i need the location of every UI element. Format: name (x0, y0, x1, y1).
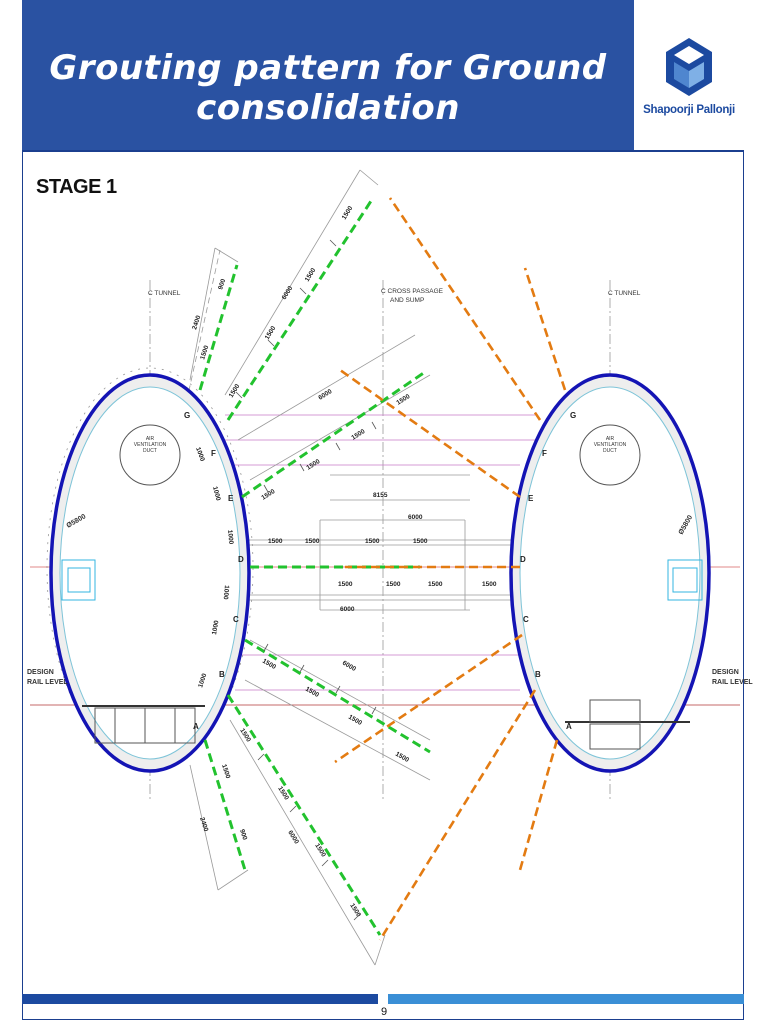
left-point-e: E (228, 494, 234, 503)
dim-6000-upper: 6000 (281, 285, 295, 301)
logo-text: Shapoorji Pallonji (643, 104, 735, 116)
dim-1000-arc-d: 1000 (222, 585, 230, 600)
right-point-c: C (523, 615, 529, 624)
sump-label: AND SUMP (390, 297, 424, 304)
orange-grout-holes (334, 197, 567, 941)
left-point-g: G (184, 411, 190, 420)
dim-row-top-4: 1500 (413, 538, 428, 545)
left-tunnel (46, 367, 254, 773)
header-divider (22, 150, 744, 152)
right-duct-label-1: AIR (606, 436, 615, 442)
left-duct-label-3: DUCT (143, 448, 157, 454)
left-point-b: B (219, 670, 225, 679)
left-duct-label-2: VENTILATION (134, 442, 167, 448)
dim-1500-bottom-b: 1500 (276, 785, 290, 801)
dim-2400-upper: 2400 (191, 314, 202, 330)
company-logo: Shapoorji Pallonji (634, 0, 744, 150)
dim-row-bottom-4: 1500 (482, 581, 497, 588)
page-number: 9 (380, 1006, 388, 1018)
slide-title: Grouting pattern for Ground consolidatio… (49, 48, 607, 128)
dim-900-bottom: 900 (238, 828, 248, 841)
point-letters: G F E D C B A G F E D C B A (184, 411, 576, 731)
dim-1500-bottom-a: 1500 (238, 727, 252, 743)
dim-900-upper: 900 (217, 278, 227, 291)
right-point-b: B (535, 670, 541, 679)
dim-1500-upper-a: 1500 (304, 267, 318, 283)
dim-6000-bottom-diag: 6000 (286, 829, 300, 845)
header-band (22, 0, 634, 150)
dim-1500-mid-upper-c: 1500 (305, 458, 321, 472)
dim-1500-upper-b: 1500 (341, 205, 355, 221)
dim-6000-mid-upper: 6000 (317, 388, 333, 402)
cross-passage-label: C CROSS PASSAGE (381, 288, 444, 295)
left-centerline-label: C TUNNEL (148, 290, 181, 297)
right-point-d: D (520, 555, 526, 564)
dim-1500-bottom-d: 1500 (348, 902, 362, 918)
dim-1500-lower-b: 1500 (304, 686, 320, 699)
dim-1000-arc-e: 1000 (211, 620, 220, 636)
left-point-d: D (238, 555, 244, 564)
right-point-e: E (528, 494, 534, 503)
right-rail-label-1: DESIGN (712, 669, 739, 676)
dim-1500-mid-upper-a: 1500 (395, 393, 411, 407)
dim-row-bottom-2: 1500 (386, 581, 401, 588)
left-rail-label-2: RAIL LEVEL (27, 679, 68, 686)
left-point-a: A (193, 722, 199, 731)
left-point-c: C (233, 615, 239, 624)
right-centerline-label: C TUNNEL (608, 290, 641, 297)
left-duct-label-1: AIR (146, 436, 155, 442)
left-point-f: F (211, 449, 216, 458)
right-point-a: A (566, 722, 572, 731)
logo-emblem-icon (666, 38, 712, 96)
dim-row-bottom-1: 1500 (338, 581, 353, 588)
dim-1500-mid-upper-d: 1500 (260, 488, 276, 502)
dim-6000-lower: 6000 (341, 660, 357, 673)
dim-1500-upper-d: 1500 (228, 383, 242, 399)
dim-1500-lower-c: 1500 (347, 714, 363, 727)
dim-1000-arc-c: 1000 (226, 530, 234, 545)
dim-row-top-1: 1500 (268, 538, 283, 545)
dim-1000-arc-a: 1000 (194, 446, 206, 462)
dim-row-top-2: 1500 (305, 538, 320, 545)
right-duct-label-2: VENTILATION (594, 442, 627, 448)
dim-2400-bottom: 2400 (198, 816, 209, 832)
dim-1500-bottom-c: 1500 (313, 842, 327, 858)
dimension-ticks (235, 239, 377, 921)
right-point-f: F (542, 449, 547, 458)
dim-1000-arc-b: 1000 (211, 486, 222, 502)
dim-6000-top: 6000 (408, 514, 423, 521)
right-rail-label-2: RAIL LEVEL (712, 679, 753, 686)
dim-1500-upper-left: 1500 (199, 344, 210, 360)
stage-label: STAGE 1 (36, 176, 117, 198)
left-rail-label-1: DESIGN (27, 669, 54, 676)
footer-bar-right (388, 994, 744, 1004)
dim-row-bottom-3: 1500 (428, 581, 443, 588)
dim-8155: 8155 (373, 492, 388, 499)
footer-bar-left (22, 994, 378, 1004)
right-tunnel (509, 373, 711, 773)
right-point-g: G (570, 411, 576, 420)
dim-1000-arc-f: 1000 (197, 672, 208, 688)
dim-1500-bottom-e: 1500 (220, 763, 231, 779)
dim-row-top-3: 1500 (365, 538, 380, 545)
dim-6000-bottom: 6000 (340, 606, 355, 613)
right-duct-label-3: DUCT (603, 448, 617, 454)
